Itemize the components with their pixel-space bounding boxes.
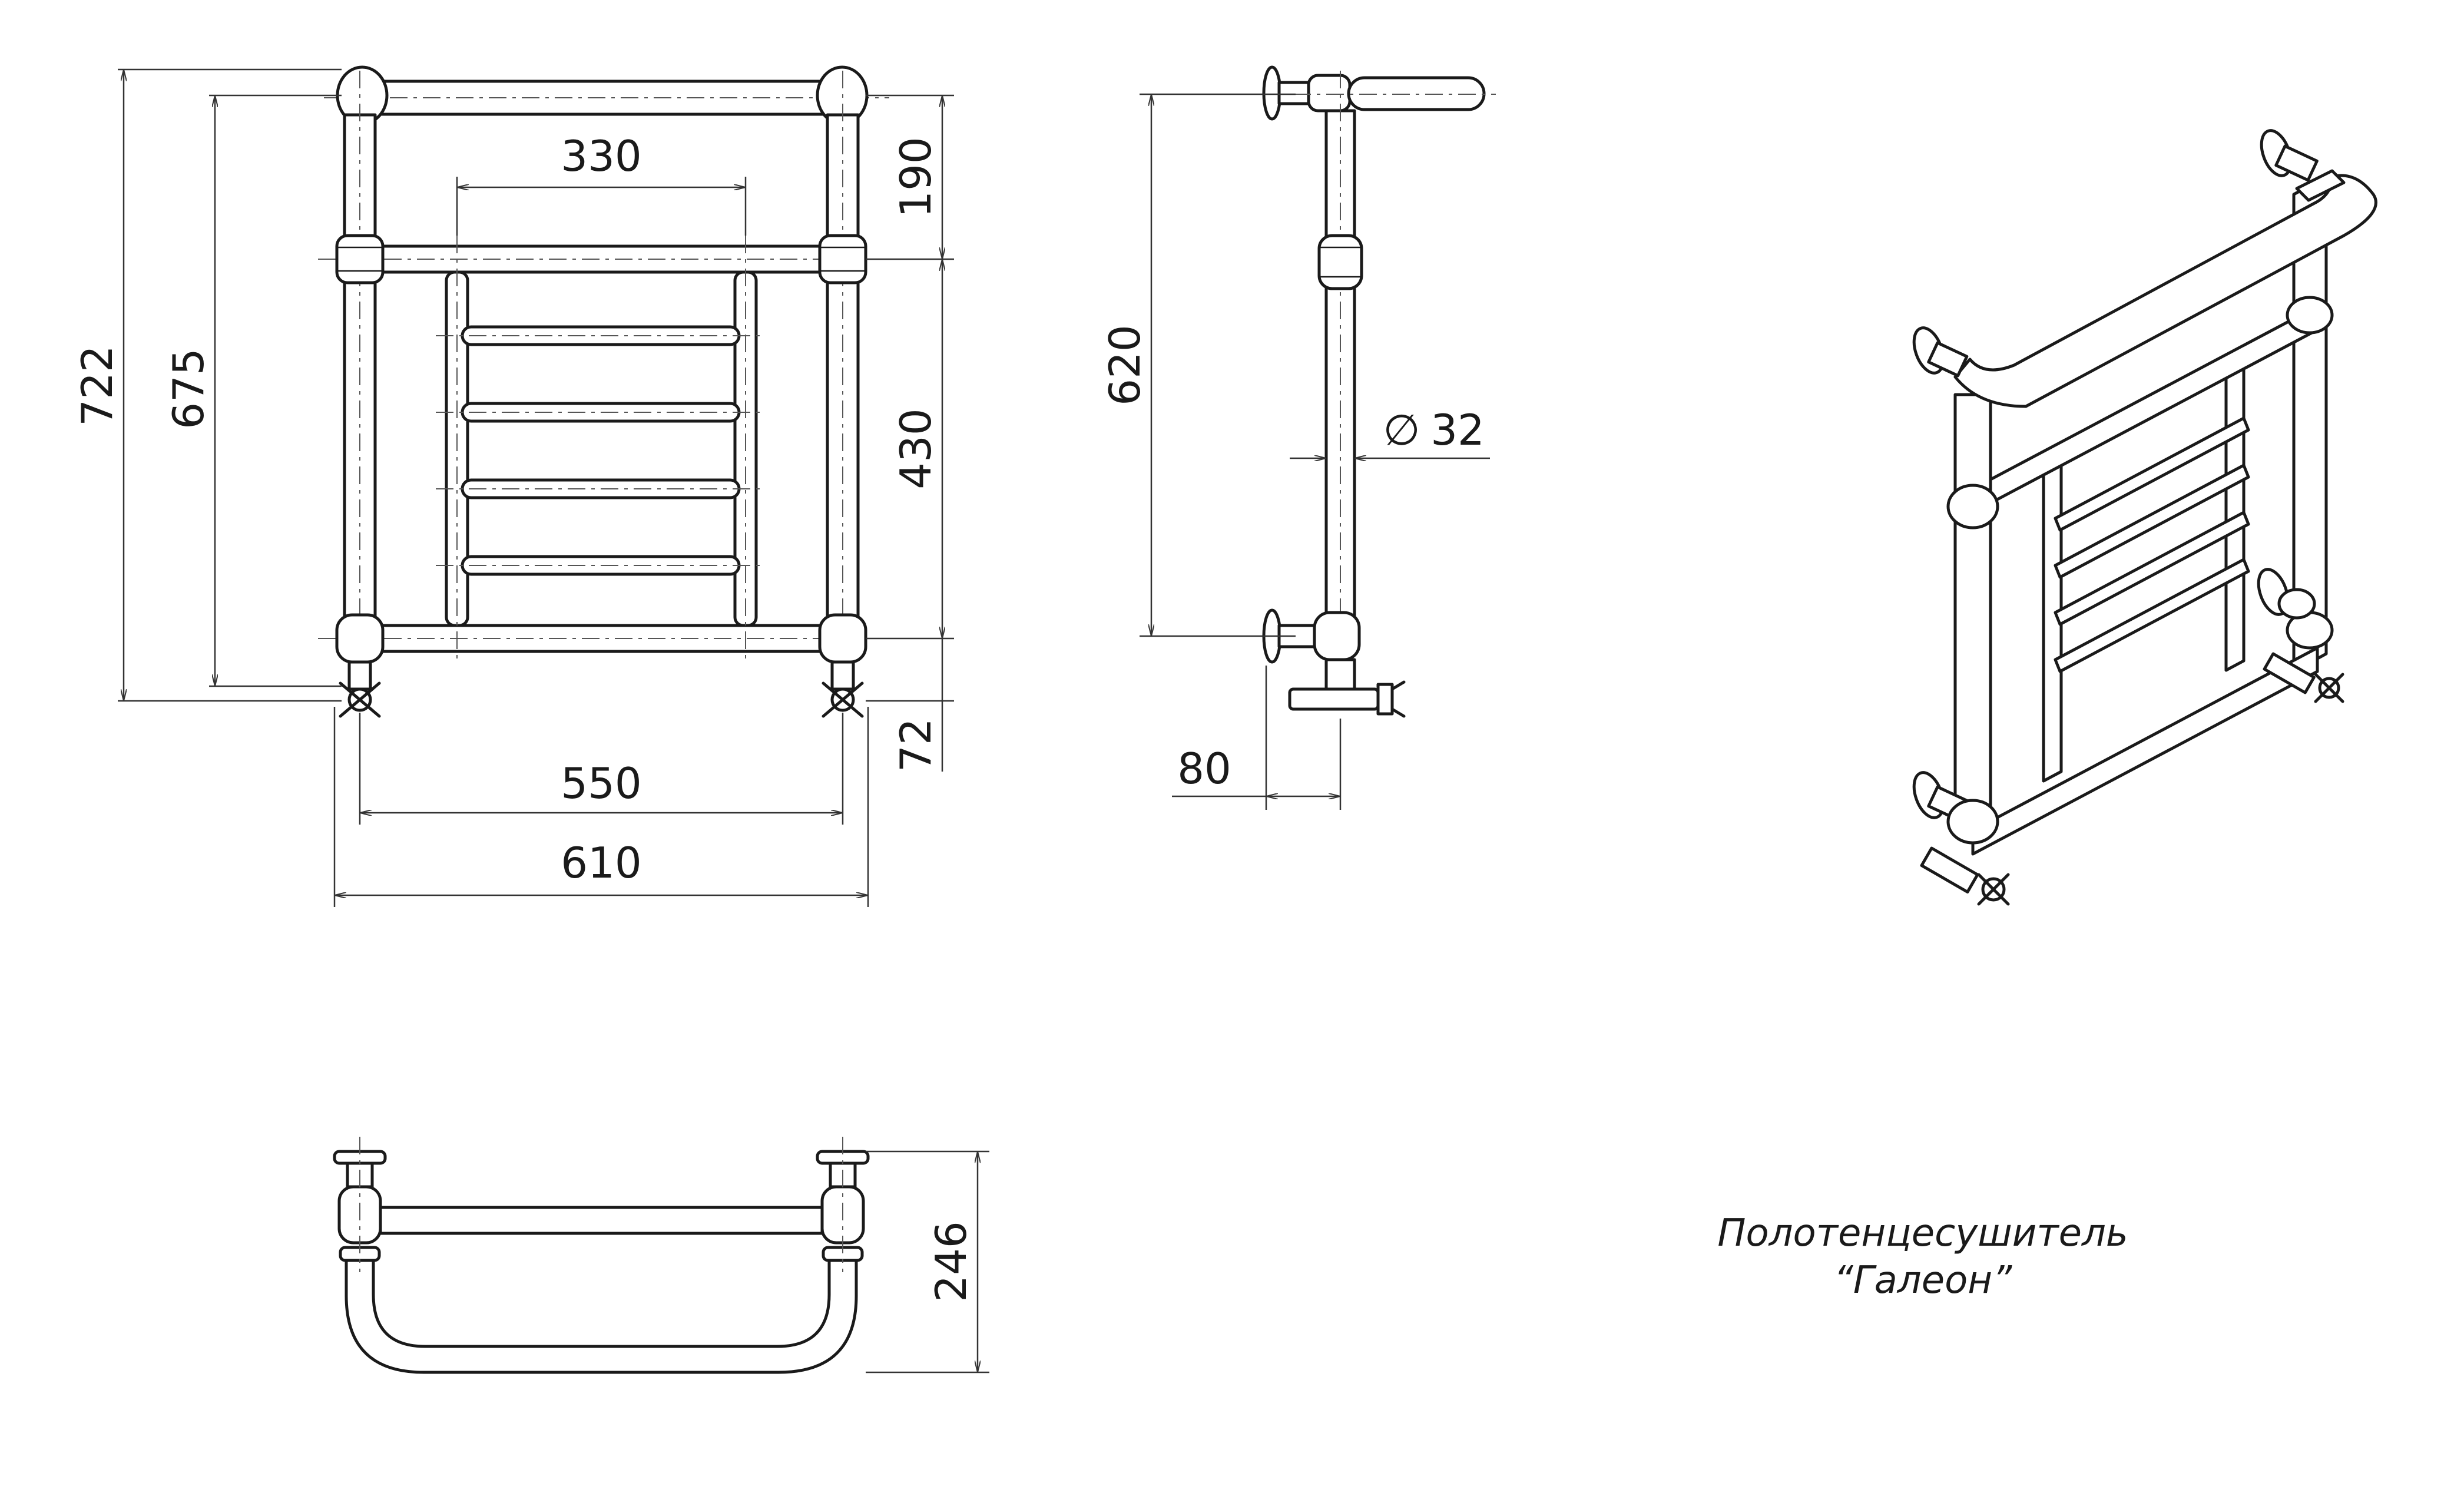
front-view xyxy=(318,65,895,718)
dim-inner-width: 330 xyxy=(561,131,641,181)
dim-center-height: 675 xyxy=(164,348,213,429)
product-name-label: “Галеон” xyxy=(1834,1259,2012,1302)
dim-diameter-symbol: ∅ xyxy=(1383,405,1420,455)
dim-wall-offset: 80 xyxy=(1177,744,1231,793)
dim-top-section: 190 xyxy=(891,137,940,217)
dim-overall-width: 610 xyxy=(561,838,641,888)
dim-axis-width: 550 xyxy=(561,759,641,808)
dim-pipe-diameter: 32 xyxy=(1430,405,1485,455)
dim-depth: 246 xyxy=(926,1221,976,1302)
dim-side-height: 620 xyxy=(1100,325,1150,405)
dim-middle-section: 430 xyxy=(891,408,940,489)
front-view-dimensions: 722 675 330 190 430 72 550 610 xyxy=(72,68,954,907)
dim-valve-drop: 72 xyxy=(891,718,940,772)
top-view xyxy=(333,1137,870,1374)
dim-overall-height: 722 xyxy=(72,345,122,426)
top-view-dimensions: 246 xyxy=(866,1150,989,1374)
product-type-label: Полотенцесушитель xyxy=(1717,1212,2128,1255)
side-view xyxy=(1260,65,1496,718)
isometric-view xyxy=(1912,129,2377,906)
caption: Полотенцесушитель “Галеон” xyxy=(1717,1212,2128,1302)
side-view-dimensions: 620 ∅ 32 80 xyxy=(1100,93,1490,810)
